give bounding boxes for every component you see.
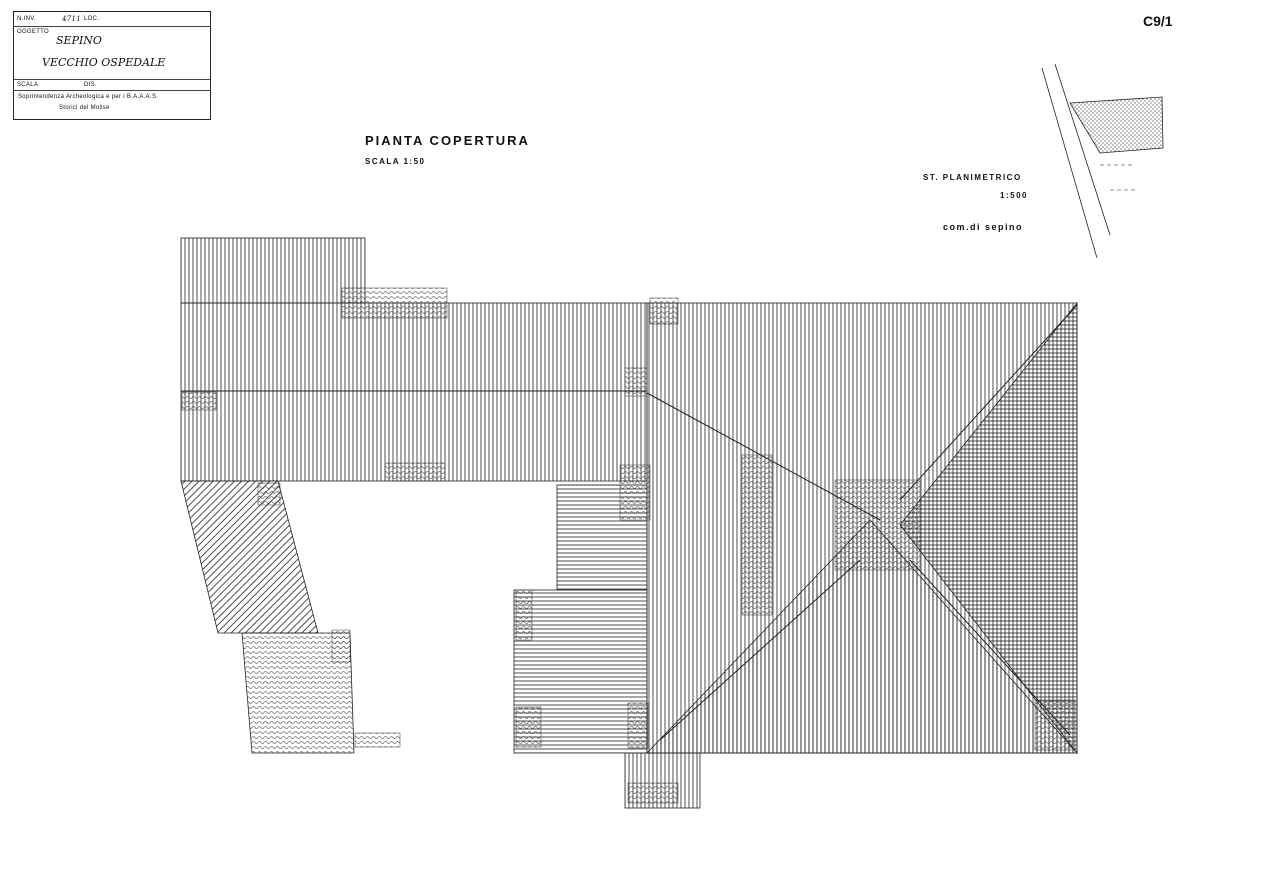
drawing-scale: SCALA 1:50 (365, 157, 426, 166)
title-block: N.INV. 4711 LOC. OGGETTO SEPINO VECCHIO … (13, 11, 211, 120)
inv-label: N.INV. (17, 16, 36, 22)
planimetrico-label: ST. PLANIMETRICO (923, 173, 1022, 182)
dis-label: DIS. (84, 82, 97, 88)
roof-left-annex (180, 480, 355, 754)
roof-upper-left-wing (180, 237, 648, 482)
scala-label: SCALA (17, 82, 39, 88)
ridge-marks (181, 287, 1076, 804)
inv-value: 4711 (62, 15, 82, 23)
loc-label: LOC. (84, 16, 100, 22)
comune-label: com.di sepino (943, 222, 1024, 232)
planimetrico-scale: 1:500 (1000, 191, 1028, 200)
location-sketch (1041, 63, 1164, 259)
ente-line2: Storici del Molise (59, 105, 110, 111)
ente-line1: Soprintendenza Archeologica e per i B.A.… (18, 94, 159, 100)
oggetto-line2: VECCHIO OSPEDALE (42, 56, 166, 69)
oggetto-line1: SEPINO (56, 34, 102, 47)
sheet-code: C9/1 (1143, 13, 1173, 29)
oggetto-label: OGGETTO (17, 29, 49, 35)
roof-main-block (646, 301, 1078, 755)
drawing-title: PIANTA COPERTURA (365, 133, 530, 148)
